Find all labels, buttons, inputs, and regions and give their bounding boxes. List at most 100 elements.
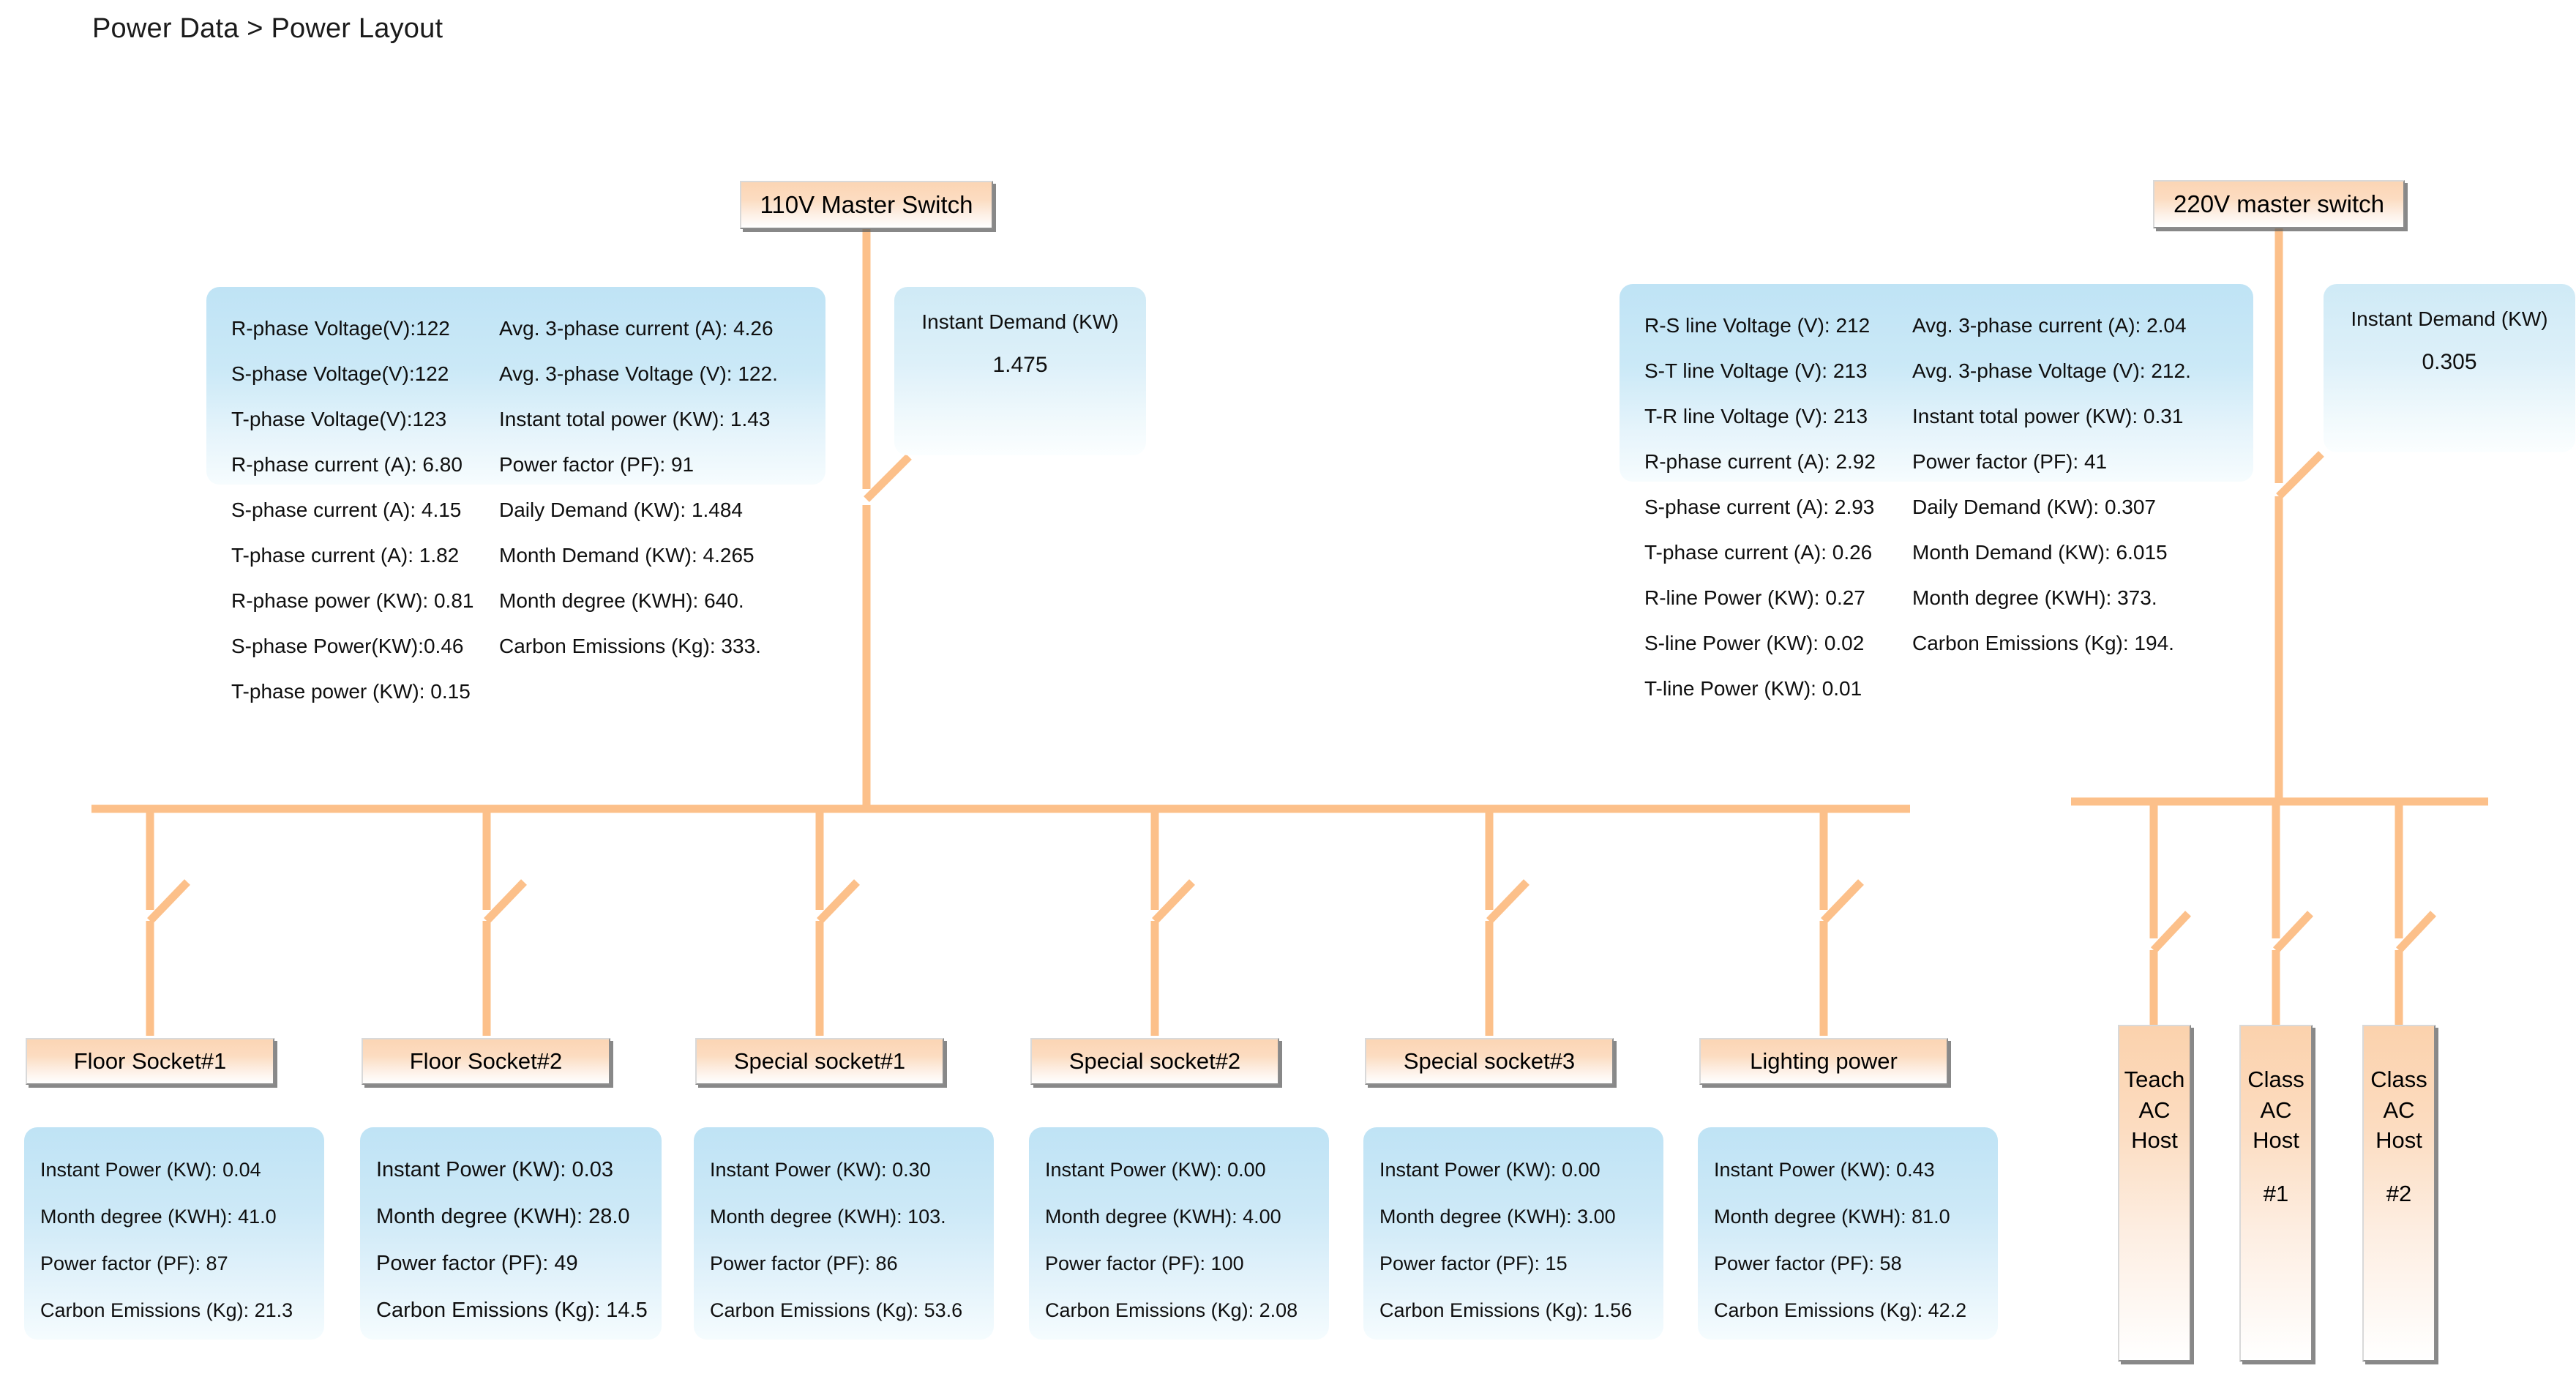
metric-row: Carbon Emissions (Kg): 42.2 <box>1714 1299 1967 1321</box>
master-switch-220v-label: 220V master switch <box>2174 190 2384 217</box>
branch-label: Special socket#2 <box>1068 1048 1241 1074</box>
host-box-class-ac-host-2[interactable]: Class AC Host #2 <box>2362 1025 2435 1362</box>
branch-label: Special socket#3 <box>1403 1048 1576 1074</box>
master-110v-metrics-panel: R-phase Voltage(V):122 S-phase Voltage(V… <box>206 287 825 702</box>
demand-value: 1.475 <box>992 353 1048 377</box>
metric-row: Month degree (KWH): 81.0 <box>1714 1205 1950 1228</box>
metric-row: T-R line Voltage (V): 213 <box>1644 405 1868 427</box>
branch-label: Floor Socket#1 <box>73 1048 227 1074</box>
wire-host-2-blade <box>2272 911 2314 953</box>
master-switch-110v-label: 110V Master Switch <box>760 191 973 218</box>
branch-button-floor-socket-1[interactable]: Floor Socket#1 <box>26 1038 274 1085</box>
metric-row: Month degree (KWH): 373. <box>1912 586 2157 609</box>
metric-row: Carbon Emissions (Kg): 53.6 <box>710 1299 963 1321</box>
metric-row: Instant total power (KW): 1.43 <box>499 408 771 430</box>
metric-row: S-T line Voltage (V): 213 <box>1644 359 1868 382</box>
metric-row: Month degree (KWH): 103. <box>710 1205 946 1228</box>
wire-110v-switch-blade <box>864 454 912 502</box>
metric-row: T-line Power (KW): 0.01 <box>1644 677 1862 700</box>
wire-host-3-blade <box>2395 911 2437 953</box>
master-220v-demand-panel: Instant Demand (KW) 0.305 <box>2324 284 2575 452</box>
metric-row: Avg. 3-phase Voltage (V): 212. <box>1912 359 2191 382</box>
host-box-class-ac-host-1[interactable]: Class AC Host #1 <box>2239 1025 2313 1362</box>
metric-row: T-phase Voltage(V):123 <box>231 408 447 430</box>
master-switch-220v-button[interactable]: 220V master switch <box>2153 180 2405 228</box>
metric-row: R-phase Voltage(V):122 <box>231 317 450 340</box>
wire-branch-3-blade <box>817 879 860 924</box>
metric-row: Power factor (PF): 100 <box>1045 1252 1244 1274</box>
metric-row: Instant Power (KW): 0.30 <box>710 1158 931 1181</box>
metric-row: R-phase current (A): 6.80 <box>231 453 463 476</box>
metric-row: Month degree (KWH): 28.0 <box>376 1204 630 1228</box>
metric-row: Power factor (PF): 91 <box>499 453 694 476</box>
branch-label: Lighting power <box>1750 1048 1898 1074</box>
metric-row: S-phase current (A): 2.93 <box>1644 496 1875 518</box>
branch-metrics-special-socket-1: Instant Power (KW): 0.30 Month degree (K… <box>694 1127 994 1340</box>
host-line-2: AC <box>2138 1097 2171 1123</box>
metric-row: Month Demand (KW): 4.265 <box>499 544 755 567</box>
branch-metrics-special-socket-3: Instant Power (KW): 0.00 Month degree (K… <box>1363 1127 1663 1340</box>
metric-row: Daily Demand (KW): 0.307 <box>1912 496 2157 518</box>
metric-row: R-phase current (A): 2.92 <box>1644 450 1876 473</box>
host-line-3: Host <box>2375 1127 2422 1154</box>
master-220v-metrics-panel: R-S line Voltage (V): 212 S-T line Volta… <box>1620 284 2253 699</box>
metric-row: Instant Power (KW): 0.00 <box>1045 1158 1266 1181</box>
metric-row: Daily Demand (KW): 1.484 <box>499 498 744 521</box>
metric-row: Instant total power (KW): 0.31 <box>1912 405 2184 427</box>
branch-button-special-socket-1[interactable]: Special socket#1 <box>695 1038 944 1085</box>
branch-label: Special socket#1 <box>733 1048 906 1074</box>
master-switch-110v-button[interactable]: 110V Master Switch <box>740 181 993 229</box>
metric-row: Month Demand (KW): 6.015 <box>1912 541 2168 564</box>
branch-metrics-floor-socket-1: Instant Power (KW): 0.04 Month degree (K… <box>24 1127 324 1340</box>
master-110v-metrics-left: R-phase Voltage(V):122 S-phase Voltage(V… <box>206 306 499 714</box>
host-box-teach-ac-host[interactable]: Teach AC Host <box>2118 1025 2191 1362</box>
metric-row: S-phase Power(KW):0.46 <box>231 635 464 657</box>
host-line-1: Class <box>2370 1067 2427 1092</box>
metric-row: Month degree (KWH): 41.0 <box>40 1205 277 1228</box>
metric-row: Instant Power (KW): 0.43 <box>1714 1158 1935 1181</box>
branch-button-special-socket-3[interactable]: Special socket#3 <box>1365 1038 1614 1085</box>
wire-branch-4-blade <box>1152 879 1195 924</box>
host-line-3: Host <box>2131 1127 2178 1154</box>
metric-row: Power factor (PF): 86 <box>710 1252 898 1274</box>
metric-row: Instant Power (KW): 0.04 <box>40 1158 261 1181</box>
metric-row: T-phase current (A): 1.82 <box>231 544 460 567</box>
breadcrumb[interactable]: Power Data > Power Layout <box>92 13 443 44</box>
host-line-3: Host <box>2253 1127 2299 1154</box>
branch-button-special-socket-2[interactable]: Special socket#2 <box>1030 1038 1279 1085</box>
branch-metrics-special-socket-2: Instant Power (KW): 0.00 Month degree (K… <box>1029 1127 1329 1340</box>
wire-host-1-blade <box>2150 911 2192 953</box>
branch-metrics-lighting-power: Instant Power (KW): 0.43 Month degree (K… <box>1698 1127 1998 1340</box>
metric-row: Carbon Emissions (Kg): 21.3 <box>40 1299 293 1321</box>
host-number: #1 <box>2263 1181 2289 1206</box>
host-line-2: AC <box>2260 1097 2292 1123</box>
metric-row: Instant Power (KW): 0.00 <box>1379 1158 1600 1181</box>
host-line-2: AC <box>2383 1097 2415 1123</box>
metric-row: S-line Power (KW): 0.02 <box>1644 632 1865 654</box>
branch-button-lighting-power[interactable]: Lighting power <box>1699 1038 1948 1085</box>
wire-branch-1-blade <box>147 879 190 924</box>
host-number: #2 <box>2386 1181 2412 1206</box>
metric-row: Month degree (KWH): 4.00 <box>1045 1205 1281 1228</box>
wire-220v-switch-blade <box>2276 451 2324 499</box>
metric-row: Carbon Emissions (Kg): 14.5 <box>376 1298 648 1322</box>
metric-row: T-phase current (A): 0.26 <box>1644 541 1873 564</box>
demand-label: Instant Demand (KW) <box>2351 307 2548 330</box>
metric-row: T-phase power (KW): 0.15 <box>231 680 471 703</box>
metric-row: Power factor (PF): 87 <box>40 1252 228 1274</box>
metric-row: Power factor (PF): 58 <box>1714 1252 1902 1274</box>
branch-metrics-floor-socket-2: Instant Power (KW): 0.03 Month degree (K… <box>360 1127 662 1340</box>
metric-row: Power factor (PF): 41 <box>1912 450 2108 473</box>
master-220v-metrics-left: R-S line Voltage (V): 212 S-T line Volta… <box>1620 303 1912 711</box>
metric-row: Power factor (PF): 15 <box>1379 1252 1568 1274</box>
metric-row: Avg. 3-phase Voltage (V): 122. <box>499 362 778 385</box>
metric-row: Carbon Emissions (Kg): 2.08 <box>1045 1299 1298 1321</box>
branch-button-floor-socket-2[interactable]: Floor Socket#2 <box>362 1038 610 1085</box>
metric-row: Avg. 3-phase current (A): 2.04 <box>1912 314 2187 337</box>
metric-row: S-phase current (A): 4.15 <box>231 498 462 521</box>
master-110v-demand-panel: Instant Demand (KW) 1.475 <box>894 287 1146 455</box>
master-110v-metrics-right: Avg. 3-phase current (A): 4.26 Avg. 3-ph… <box>499 306 799 714</box>
metric-row: Carbon Emissions (Kg): 194. <box>1912 632 2174 654</box>
metric-row: Power factor (PF): 49 <box>376 1251 578 1275</box>
